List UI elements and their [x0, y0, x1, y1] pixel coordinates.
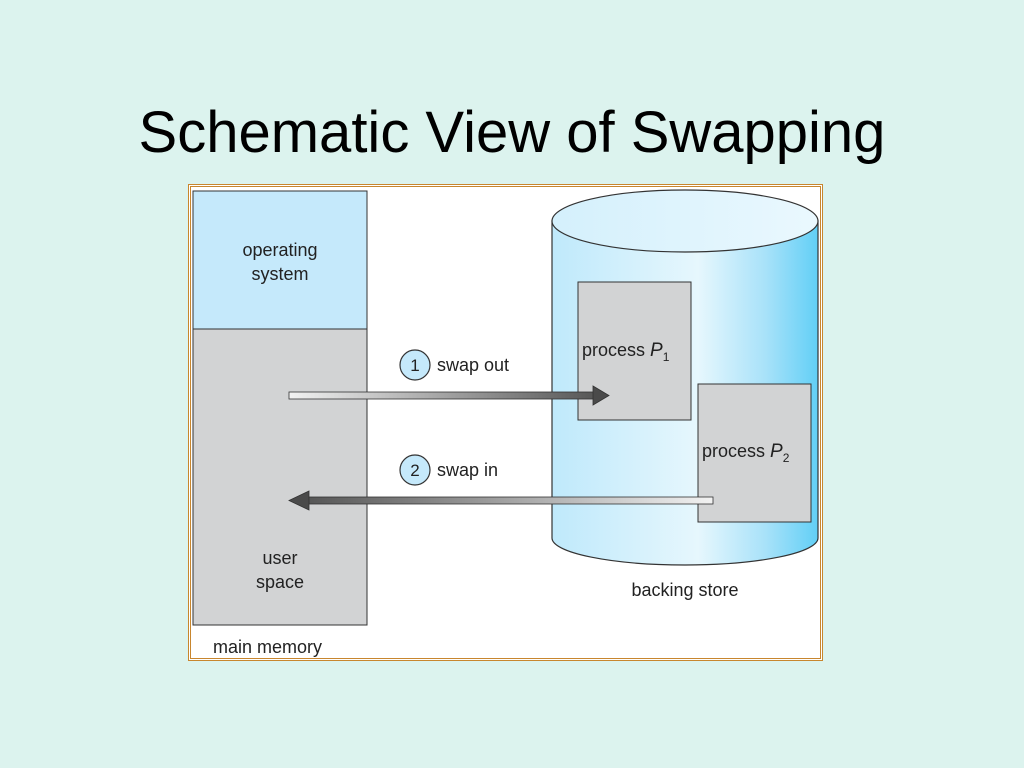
- process-p2-label: process P2: [702, 441, 790, 465]
- step-1-number: 1: [410, 356, 419, 375]
- backing-store-caption: backing store: [631, 580, 738, 600]
- swap-out-arrow: [288, 385, 610, 406]
- step-2-badge: [399, 454, 431, 486]
- slide-title: Schematic View of Swapping: [138, 100, 886, 165]
- main-memory-caption: main memory: [213, 637, 322, 657]
- user-space-region: [192, 328, 368, 626]
- os-label-line2: system: [251, 264, 308, 284]
- os-label-line1: operating: [242, 240, 317, 260]
- backing-store-cylinder-top: [551, 189, 819, 253]
- swap-in-label: swap in: [437, 460, 498, 480]
- swapping-diagram: operating system user space main memory …: [192, 189, 819, 657]
- main-memory: operating system user space main memory: [192, 190, 368, 657]
- swapping-figure: operating system user space main memory …: [188, 184, 823, 661]
- swap-in-step: 2 swap in: [399, 454, 498, 486]
- user-space-label-line2: space: [256, 572, 304, 592]
- swap-out-label: swap out: [437, 355, 509, 375]
- user-space-label-line1: user: [262, 548, 297, 568]
- step-1-badge: [399, 349, 431, 381]
- step-2-number: 2: [410, 461, 419, 480]
- swap-out-step: 1 swap out: [399, 349, 509, 381]
- process-p2-box: [697, 383, 812, 523]
- operating-system-region: [192, 190, 368, 330]
- process-p1-label: process P1: [582, 340, 670, 364]
- swap-in-arrow: [288, 490, 714, 511]
